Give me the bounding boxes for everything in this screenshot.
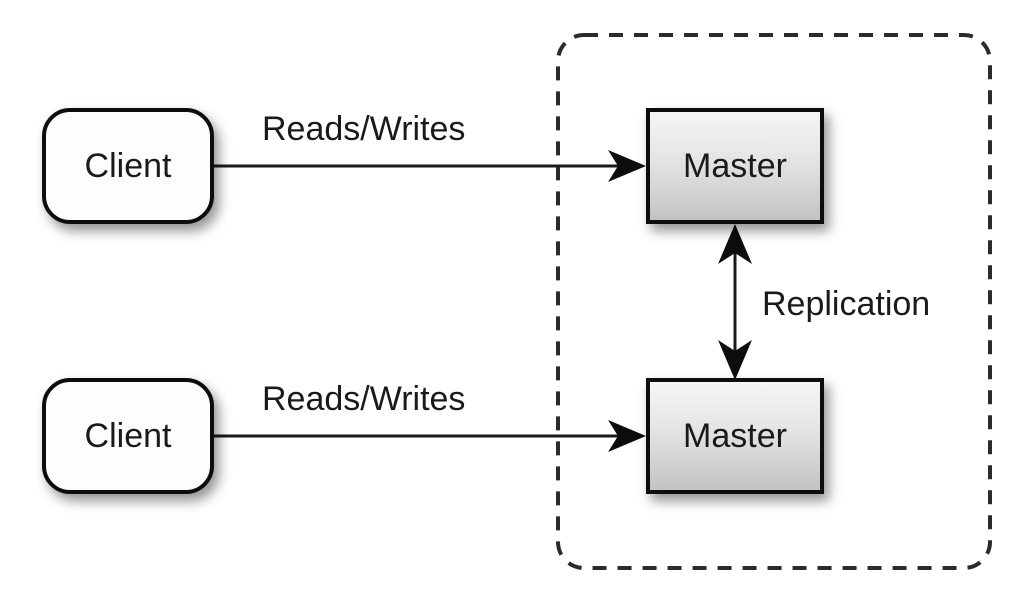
master-bottom-box[interactable] (646, 378, 824, 494)
edge-label-reads-writes-top: Reads/Writes (262, 110, 465, 148)
node-client-bottom[interactable] (42, 378, 214, 494)
edge-client-bottom-to-master-bottom: Reads/Writes (212, 380, 646, 452)
client-bottom-label: Client (85, 417, 172, 455)
edge-master-replication: Replication (718, 224, 930, 380)
node-client-top[interactable] (42, 108, 214, 224)
edge-label-reads-writes-bottom: Reads/Writes (262, 380, 465, 418)
node-master-top[interactable] (646, 108, 824, 224)
arrow-head-right-top (608, 150, 646, 182)
edge-client-top-to-master-top: Reads/Writes (212, 110, 646, 182)
client-bottom-box[interactable] (42, 378, 214, 494)
master-top-box[interactable] (646, 108, 824, 224)
arrow-head-down-replication (718, 340, 752, 380)
master-bottom-label: Master (683, 417, 787, 455)
master-cluster-boundary (556, 33, 992, 570)
master-top-label: Master (683, 147, 787, 185)
client-top-box[interactable] (42, 108, 214, 224)
edge-label-replication: Replication (762, 285, 930, 323)
node-master-bottom[interactable] (646, 378, 824, 494)
arrow-head-up-replication (718, 224, 752, 264)
arrow-head-right-bottom (608, 420, 646, 452)
client-top-label: Client (85, 147, 172, 185)
